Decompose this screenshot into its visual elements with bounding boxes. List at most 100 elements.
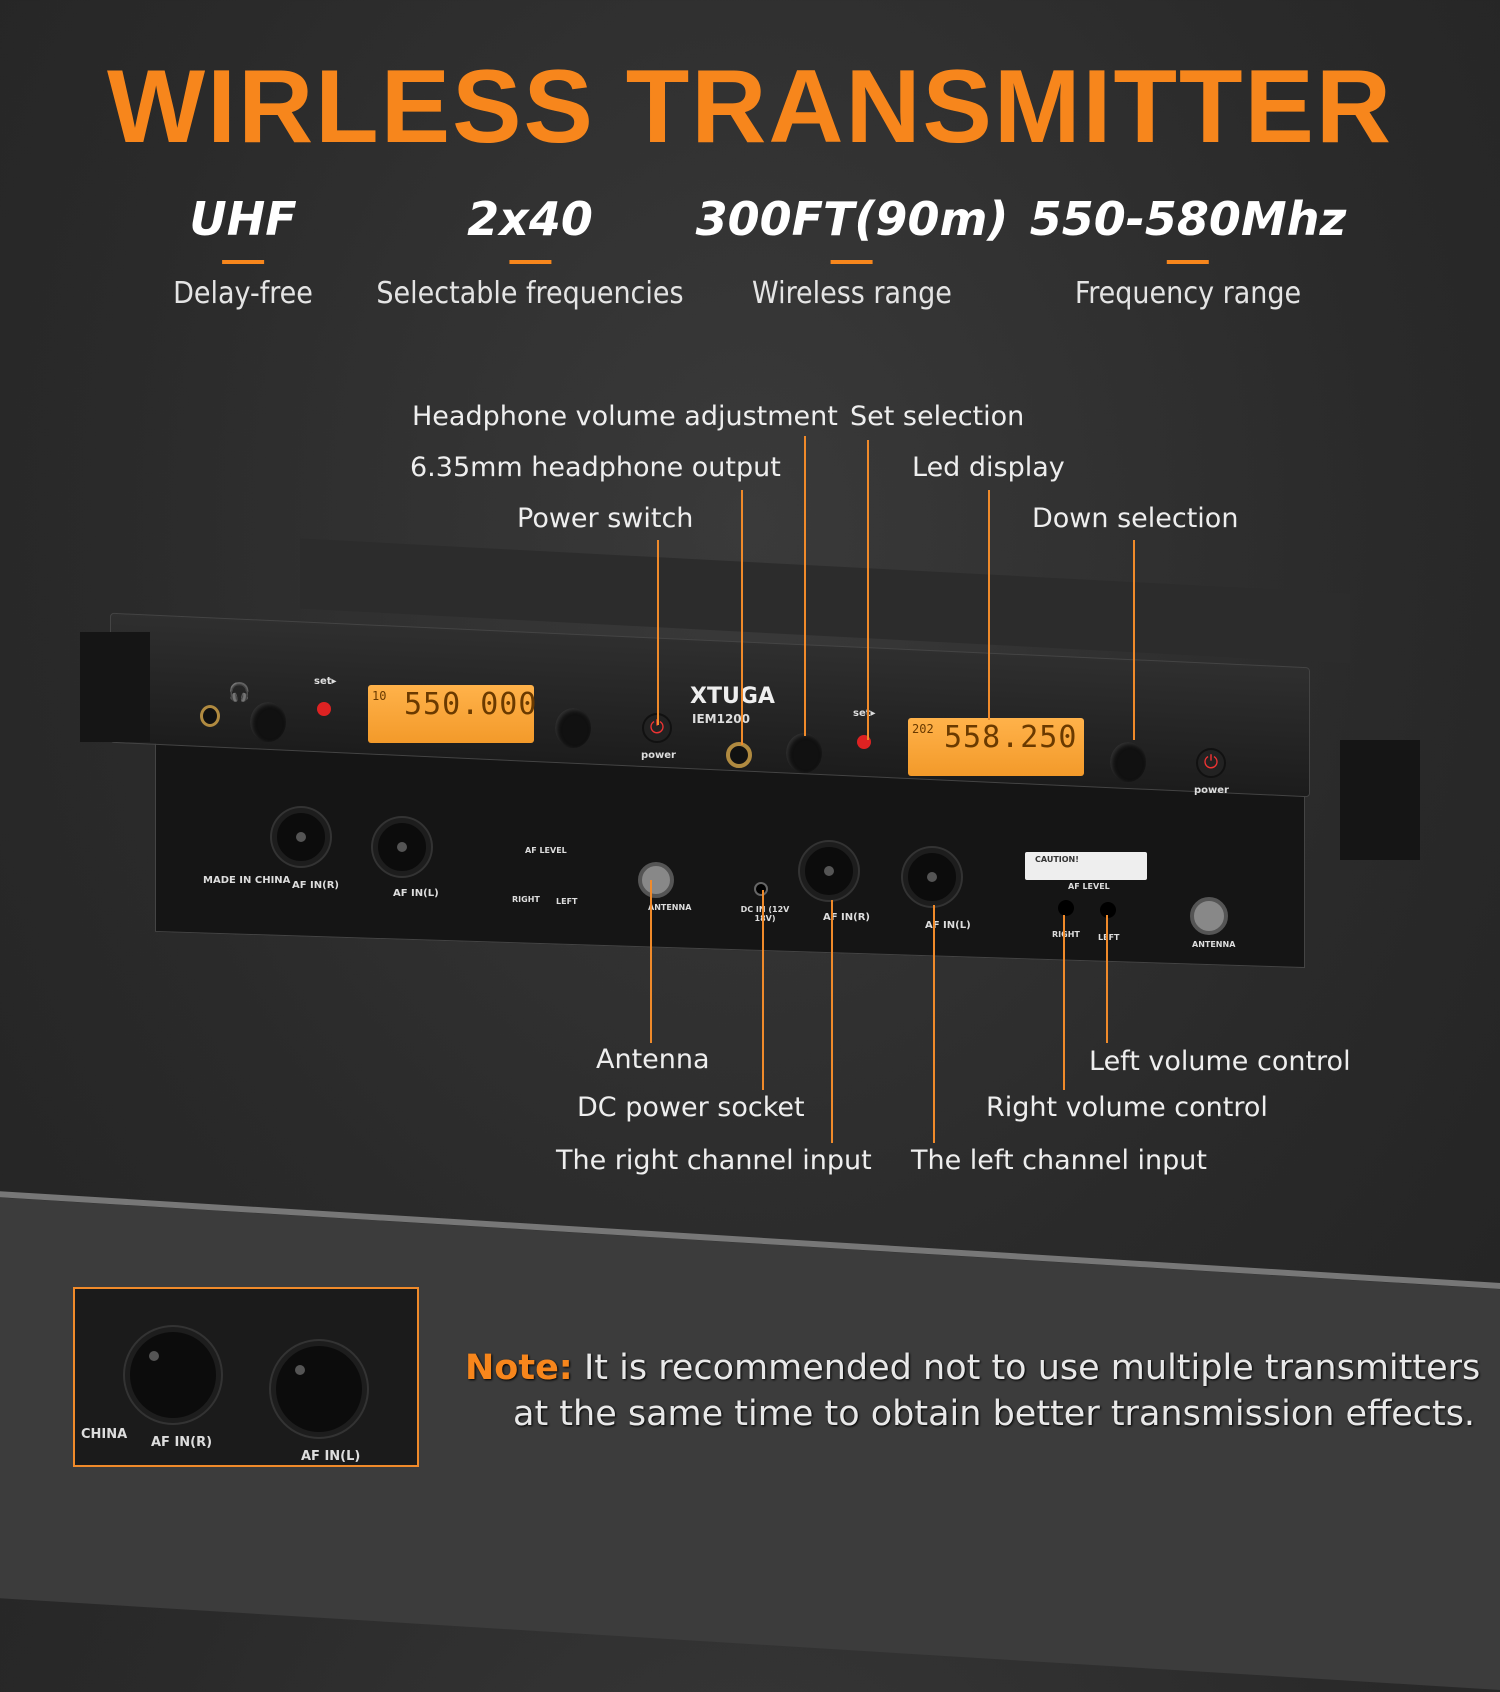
spec-label: Delay-free xyxy=(173,276,313,311)
spec-label: Frequency range xyxy=(1074,276,1302,311)
callout-down-selection: Down selection xyxy=(1032,503,1239,534)
note-text: Note: It is recommended not to use multi… xyxy=(465,1345,1480,1437)
spec-uhf: UHF Delay-free xyxy=(173,192,313,311)
volume-knob-1[interactable] xyxy=(250,702,286,742)
set-button-1[interactable] xyxy=(317,702,331,716)
callout-headphone-output: 6.35mm headphone output xyxy=(410,452,781,483)
channel: 202 xyxy=(912,722,934,736)
callout-left-volume: Left volume control xyxy=(1089,1046,1351,1077)
antenna-connector-2[interactable] xyxy=(1190,897,1228,935)
note-label: Note: xyxy=(465,1348,573,1388)
right-label: RIGHT xyxy=(512,895,540,904)
callout-antenna: Antenna xyxy=(596,1044,710,1075)
callout-line xyxy=(804,436,806,736)
note-line-1-text: It is recommended not to use multiple tr… xyxy=(583,1348,1481,1388)
power-label: power xyxy=(641,750,676,761)
callout-set-selection: Set selection xyxy=(850,401,1025,432)
page-title: WIRLESS TRANSMITTER xyxy=(107,49,1393,165)
dc-in-label: DC IN (12V 18V) xyxy=(740,905,790,923)
headphone-jack-1[interactable] xyxy=(200,705,220,727)
xlr-input-right-1[interactable] xyxy=(272,808,330,866)
inset-closeup: CHINA AF IN(R) AF IN(L) xyxy=(73,1287,419,1467)
left-label-2: LEFT xyxy=(1098,933,1120,942)
left-volume-knob[interactable] xyxy=(1100,902,1116,918)
right-label-2: RIGHT xyxy=(1052,930,1080,939)
frequency: 558.250 xyxy=(944,720,1078,755)
antenna-label-2: ANTENNA xyxy=(1192,940,1236,949)
callout-line xyxy=(1133,540,1135,740)
spec-label: Selectable frequencies xyxy=(376,276,684,311)
headphone-icon: 🎧 xyxy=(228,682,251,703)
spec-dash xyxy=(221,260,264,264)
af-in-l-label: AF IN(L) xyxy=(393,888,439,899)
callout-left-channel-input: The left channel input xyxy=(911,1145,1207,1176)
inset-af-in-r: AF IN(R) xyxy=(151,1435,213,1450)
af-in-r-label-2: AF IN(R) xyxy=(823,912,870,923)
led-display-1: 10 550.000 xyxy=(368,685,538,743)
power-button-2[interactable]: ⏻ xyxy=(1196,748,1226,778)
frequency: 550.000 xyxy=(404,687,538,722)
right-volume-knob[interactable] xyxy=(1058,900,1074,916)
callout-headphone-volume: Headphone volume adjustment xyxy=(412,401,838,432)
af-in-r-label: AF IN(R) xyxy=(292,880,339,891)
callout-line xyxy=(1106,915,1108,1043)
callout-line xyxy=(657,540,659,725)
dc-socket[interactable] xyxy=(754,882,768,896)
led-display-2: 202 558.250 xyxy=(908,718,1084,776)
callout-line xyxy=(831,900,833,1143)
xlr-input-left-1[interactable] xyxy=(373,818,431,876)
af-in-l-label-2: AF IN(L) xyxy=(925,920,971,931)
brand-logo: XTUGA xyxy=(690,684,775,709)
set-label-2: set▸ xyxy=(853,708,876,719)
af-level-label-2: AF LEVEL xyxy=(1068,882,1110,891)
rack-ear-right xyxy=(1340,740,1420,860)
callout-right-channel-input: The right channel input xyxy=(556,1145,872,1176)
xlr-input-left-2[interactable] xyxy=(903,848,961,906)
note-line-2: at the same time to obtain better transm… xyxy=(513,1394,1476,1434)
caution-text: CAUTION! xyxy=(1035,855,1079,864)
selector-knob-2[interactable] xyxy=(1110,742,1146,782)
spec-value: 300FT(90m) xyxy=(695,192,1009,246)
callout-right-volume: Right volume control xyxy=(986,1092,1268,1123)
callout-led-display: Led display xyxy=(912,452,1065,483)
callout-line xyxy=(741,490,743,745)
callout-line xyxy=(867,440,869,740)
af-level-label: AF LEVEL xyxy=(525,846,567,855)
callout-line xyxy=(762,890,764,1090)
spec-dash xyxy=(830,260,873,264)
callout-line xyxy=(933,905,935,1143)
callout-line xyxy=(988,490,990,720)
selector-knob-1[interactable] xyxy=(555,708,591,748)
inset-xlr-right xyxy=(125,1327,221,1423)
xlr-input-right-2[interactable] xyxy=(800,842,858,900)
antenna-connector-1[interactable] xyxy=(638,862,674,898)
spec-dash xyxy=(509,260,551,264)
set-label: set▸ xyxy=(314,676,337,687)
left-label: LEFT xyxy=(556,897,578,906)
model-label: IEM1200 xyxy=(692,712,751,726)
inset-xlr-left xyxy=(271,1341,367,1437)
power-label-2: power xyxy=(1194,785,1229,796)
spec-value: 550-580Mhz xyxy=(1029,192,1347,246)
spec-dash xyxy=(1167,260,1209,264)
spec-value: UHF xyxy=(189,192,297,246)
channel: 10 xyxy=(372,689,387,703)
spec-label: Wireless range xyxy=(752,276,952,311)
callout-line xyxy=(650,880,652,1043)
callout-power-switch: Power switch xyxy=(517,503,694,534)
antenna-label: ANTENNA xyxy=(648,903,692,912)
made-in-label: MADE IN CHINA xyxy=(203,875,291,886)
spec-value: 2x40 xyxy=(467,192,593,246)
callout-line xyxy=(1063,915,1065,1090)
rack-ear-left xyxy=(80,632,150,742)
headphone-jack-2[interactable] xyxy=(726,742,752,768)
spec-range: 300FT(90m) Wireless range xyxy=(696,192,1009,311)
inset-china-label: CHINA xyxy=(81,1427,128,1442)
note-line-1: Note: It is recommended not to use multi… xyxy=(465,1345,1480,1391)
inset-af-in-l: AF IN(L) xyxy=(301,1449,361,1464)
volume-knob-2[interactable] xyxy=(786,733,822,773)
caution-sticker: CAUTION! xyxy=(1025,852,1147,880)
callout-dc-power: DC power socket xyxy=(577,1092,805,1123)
